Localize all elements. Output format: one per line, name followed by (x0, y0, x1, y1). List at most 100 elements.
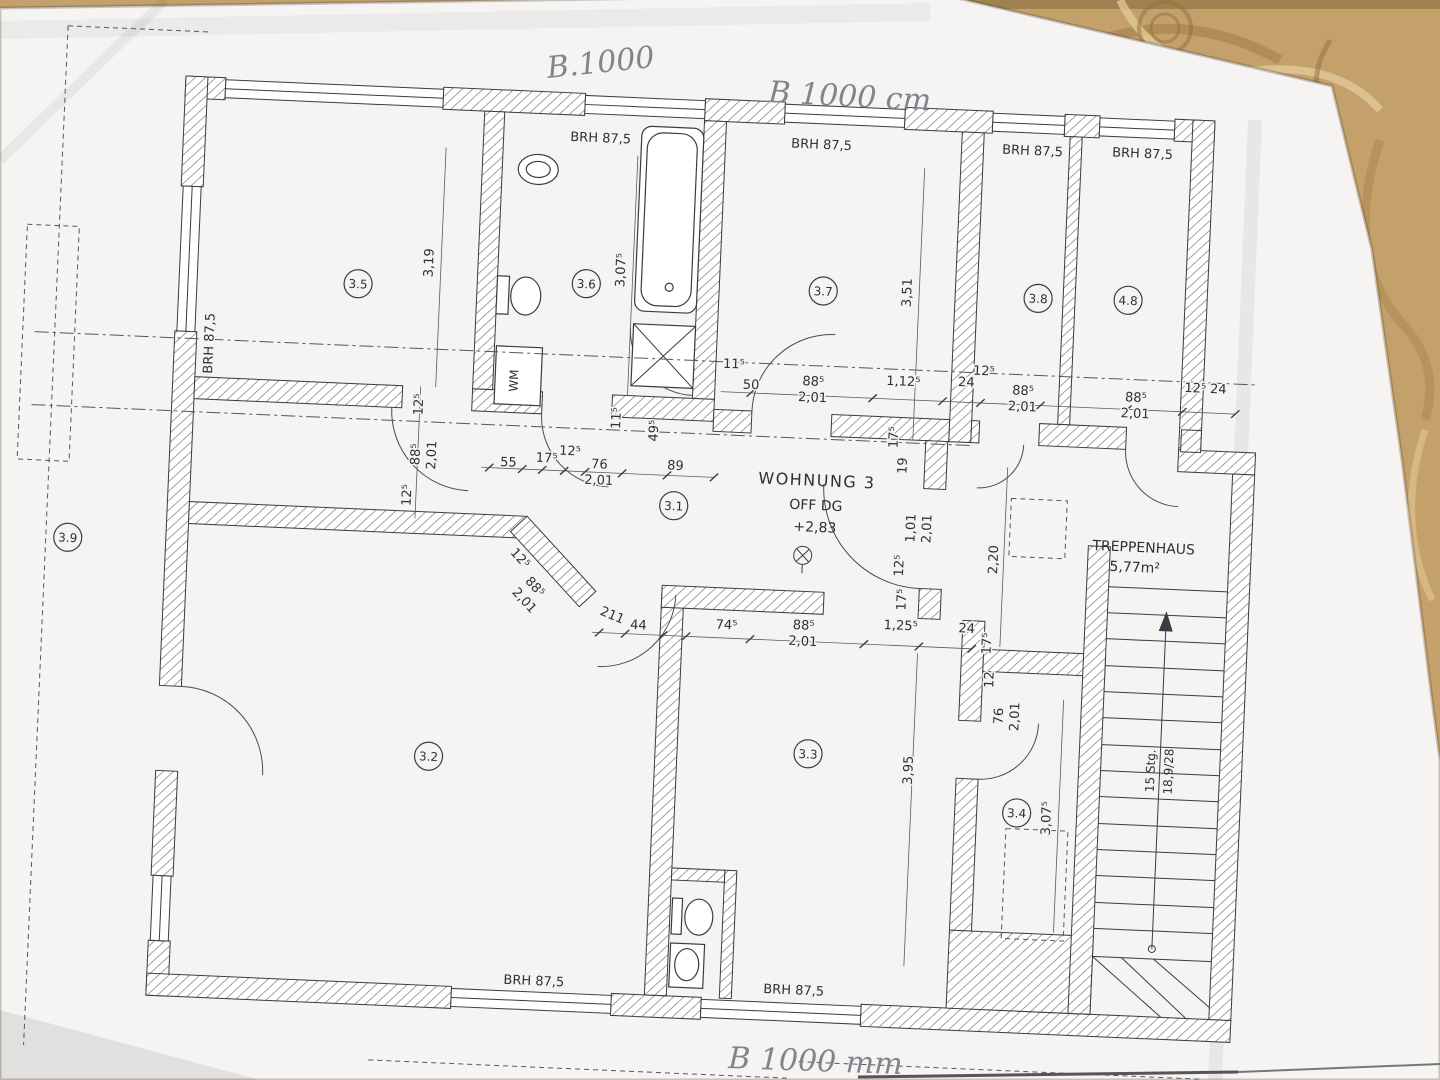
room-label: 4.8 (1113, 285, 1143, 315)
room-label: 3.9 (53, 522, 83, 552)
stair-walkline (1151, 624, 1167, 949)
tablecloth-rosette (1149, 12, 1181, 44)
dimension-label: 12⁵ (1184, 381, 1206, 397)
windows (149, 79, 1176, 1025)
dimension-label: 3,19 (421, 248, 437, 278)
room-label: 3.2 (413, 741, 444, 771)
door-arc (1125, 449, 1179, 508)
apartment-level: +2,83 (793, 519, 837, 537)
dimension-label: 2,01 (798, 390, 828, 406)
brh-label: BRH 87,5 (763, 982, 824, 1000)
room-label-text: 3.7 (813, 284, 833, 299)
dimension-label: 17⁵ (894, 589, 910, 611)
room-label-text: 3.5 (348, 277, 368, 292)
room-label-circle (53, 522, 83, 552)
door-arc (976, 444, 1025, 489)
dimension-label: 17⁵ (886, 426, 902, 448)
dimension-label: 1,01 (903, 513, 919, 543)
room-label-circle (343, 269, 373, 299)
room-label: 3.8 (1023, 283, 1053, 313)
dimension-label: 2,01 (1007, 702, 1023, 732)
dimension-label: 24 (1210, 382, 1227, 398)
plan-texts: WOHNUNG 3 OFF DG +2,83 TREPPENHAUS 5,77m… (507, 369, 1196, 795)
dimension-label: 12⁵ (892, 554, 908, 576)
dimension-label: 12⁵ (399, 484, 415, 506)
dimension-label: 88⁵ (792, 618, 814, 634)
wc-toilet-bowl (684, 898, 714, 936)
dimension-label: 50 (742, 378, 759, 394)
dimension-label: 88⁵ (1125, 390, 1147, 406)
brh-label: BRH 87,5 (1112, 145, 1173, 163)
toilet-tank (495, 275, 511, 315)
room-label-circle (571, 269, 601, 299)
floor-plan: WOHNUNG 3 OFF DG +2,83 TREPPENHAUS 5,77m… (16, 25, 1259, 1080)
washing-machine (493, 345, 544, 407)
toilet-bowl (510, 276, 542, 316)
room-label-circle (793, 739, 823, 769)
dimension-label: 2,01 (919, 514, 935, 544)
stair-ratio-label: 18,9/28 (1161, 748, 1177, 795)
dimension-label: 88⁵ (1012, 383, 1034, 399)
bathtub-inner (640, 132, 698, 308)
dimension-label: 88⁵ (802, 374, 824, 390)
dimension-label: 12⁵ (411, 393, 427, 415)
dimension-label: 2,01 (1120, 406, 1150, 422)
door-arc (823, 484, 920, 589)
dimension-label: 2,01 (584, 473, 614, 489)
dimension-label: 49⁵ (647, 420, 663, 442)
room-label-circle (659, 491, 689, 521)
dimension-label: 11⁵ (609, 407, 625, 429)
room-label-text: 3.6 (576, 277, 596, 292)
room-label-text: 3.2 (419, 749, 439, 764)
wc-toilet-tank (670, 897, 684, 936)
tablecloth-edge-shadow (900, 0, 1440, 9)
brh-label: BRH 87,5 (1002, 143, 1063, 161)
dimension-lines (414, 147, 1240, 967)
room-label: 3.1 (659, 491, 689, 521)
dimension-label: 1,25⁵ (883, 618, 918, 634)
wc-sink-basin (674, 948, 700, 982)
room-label-text: 3.4 (1007, 806, 1027, 821)
fixtures (493, 125, 813, 990)
dimension-label: 74⁵ (715, 618, 737, 634)
door-arc (597, 594, 677, 668)
stair-winders (1092, 956, 1210, 1019)
dimension-label: 3,07⁵ (613, 253, 629, 288)
dimension-label: 89 (667, 458, 684, 474)
door-arc (181, 685, 264, 776)
room-label-text: 3.8 (1028, 291, 1048, 306)
brh-label: BRH 87,5 (503, 973, 564, 991)
room-label-text: 3.3 (798, 747, 818, 762)
room-label-circle (1023, 283, 1053, 313)
room-label: 3.7 (808, 276, 838, 306)
dimension-label: 76 (591, 457, 608, 473)
bathtub-drain (664, 282, 674, 292)
dimension-label: 11⁵ (723, 357, 745, 373)
room-label-circle (1002, 798, 1032, 828)
room-number-labels: 3.5 3.6 3.7 3.8 4.8 3.1 3.2 3.3 3.4 3.9 (53, 269, 1143, 828)
stairwell-name: TREPPENHAUS (1091, 538, 1195, 559)
apartment-floor: OFF DG (789, 497, 843, 515)
dimension-label: 2,01 (424, 440, 440, 470)
room-label-circle (413, 741, 444, 771)
shaft-dashed-box (1000, 827, 1069, 942)
room-label: 3.6 (571, 269, 601, 299)
washer-label: WM (507, 369, 522, 392)
tablecloth-swirl (1408, 428, 1436, 602)
stair-arrow (1158, 611, 1173, 632)
dimension-label: 12 (982, 671, 998, 688)
light-symbol (793, 545, 813, 574)
room-label: 3.4 (1002, 798, 1032, 828)
dimension-label: 17⁵ (980, 632, 996, 654)
dimension-label: 24 (958, 621, 975, 637)
door-arc (541, 413, 609, 488)
dimension-label: 19 (895, 457, 911, 474)
handwriting-bottom: B 1000 mm (727, 1041, 903, 1080)
diagonal-wall (509, 515, 597, 608)
room-label-text: 3.9 (58, 530, 78, 545)
dashed-lines (16, 25, 1259, 1080)
dimension-label: 3,07⁵ (1039, 801, 1055, 836)
